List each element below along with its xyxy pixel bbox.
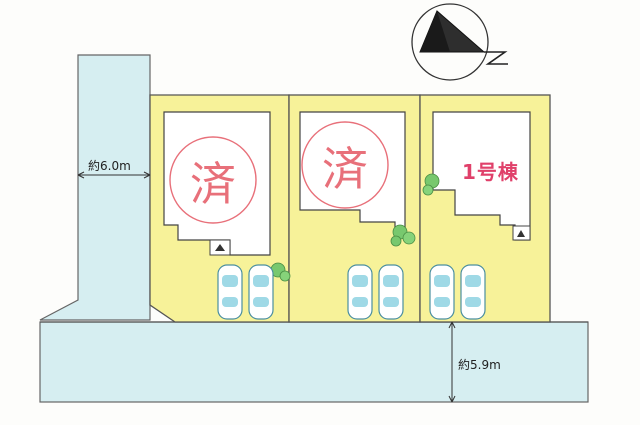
car-icon bbox=[460, 264, 486, 320]
north-arrow-icon bbox=[411, 3, 508, 81]
car-icon bbox=[248, 264, 274, 320]
lot-1-entrance-icon bbox=[209, 239, 231, 256]
car-icon bbox=[429, 264, 455, 320]
side-road bbox=[39, 54, 151, 321]
car-icon bbox=[378, 264, 404, 320]
lot-3-building-label: 1号棟 bbox=[462, 160, 519, 184]
front-road-width-label: 約5.9m bbox=[458, 358, 501, 372]
car-icon bbox=[347, 264, 373, 320]
lot-1-tree-icon bbox=[270, 262, 291, 282]
lot-3-entrance-icon bbox=[512, 225, 531, 241]
lot-3-house bbox=[432, 111, 531, 241]
car-icon bbox=[217, 264, 243, 320]
side-road-dimension-line bbox=[77, 171, 151, 179]
lot-2-sold-label: 済 bbox=[322, 142, 368, 196]
lot-1-sold-stamp-circle bbox=[169, 136, 257, 224]
lot-2-sold-stamp-circle bbox=[301, 121, 389, 209]
front-road bbox=[39, 321, 589, 403]
side-road-width-label: 約6.0m bbox=[88, 159, 131, 173]
lot-3-tree-icon bbox=[422, 173, 440, 196]
lot-2-tree-icon bbox=[390, 224, 416, 247]
front-road-dimension-line bbox=[448, 321, 456, 403]
lot-2-house bbox=[299, 111, 406, 231]
lot-1-sold-label: 済 bbox=[190, 157, 236, 211]
